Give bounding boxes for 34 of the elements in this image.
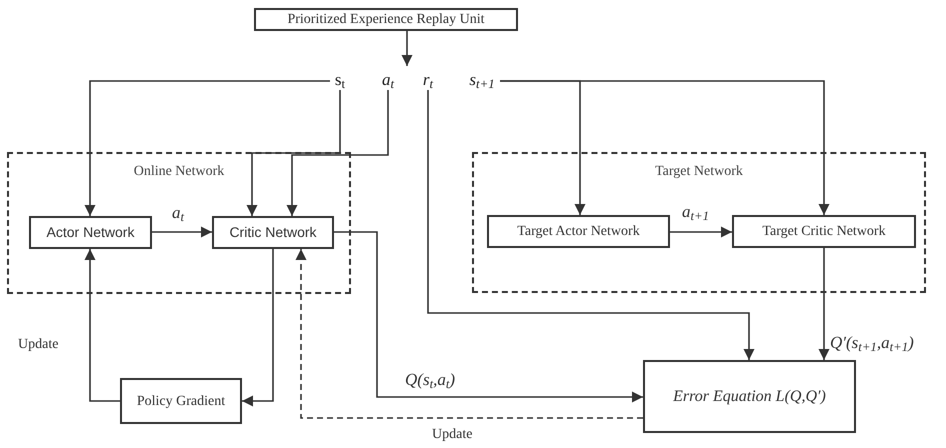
process-box: Actor Network <box>29 216 152 249</box>
dashed-group-frame <box>472 152 926 293</box>
variable-label: r$_{t}$ <box>420 68 436 90</box>
dashed-group-frame <box>7 152 351 294</box>
arrow <box>818 248 830 360</box>
variable-label: a$_{t}$ <box>380 68 396 90</box>
process-box: Error Equation L(Q,Q′) <box>643 360 856 433</box>
edge-label: a$_{t}$ <box>172 204 184 221</box>
arrow <box>427 90 754 360</box>
dashed-arrow <box>296 249 643 419</box>
arrow <box>84 249 120 402</box>
edge-label: Update <box>18 338 58 352</box>
process-box: Policy Gradient <box>120 378 242 424</box>
process-box: Target Actor Network <box>487 215 670 248</box>
edge-label: Q′(s$_{t+1}$,a$_{t+1}$) <box>830 334 914 351</box>
edge-label: Update <box>432 428 472 442</box>
arrow <box>334 231 643 402</box>
arrow <box>84 80 330 216</box>
edge-label: Q(s$_{t}$,a$_{t}$) <box>405 371 456 388</box>
process-box: Target Critic Network <box>732 215 916 248</box>
edge-label: a$_{t+1}$ <box>682 203 710 220</box>
arrow <box>242 249 274 406</box>
variable-label: s$_{t}$ <box>330 68 350 90</box>
variable-label: s$_{t+1}$ <box>464 68 500 90</box>
group-title: Online Network <box>134 165 224 179</box>
arrow <box>402 31 412 66</box>
arrow <box>670 226 732 238</box>
arrow <box>286 90 389 216</box>
arrow <box>500 80 830 215</box>
process-box: Prioritized Experience Replay Unit <box>254 8 518 31</box>
group-title: Target Network <box>655 165 743 179</box>
process-box: Critic Network <box>212 216 334 249</box>
arrow <box>152 226 212 238</box>
arrow <box>246 90 341 216</box>
